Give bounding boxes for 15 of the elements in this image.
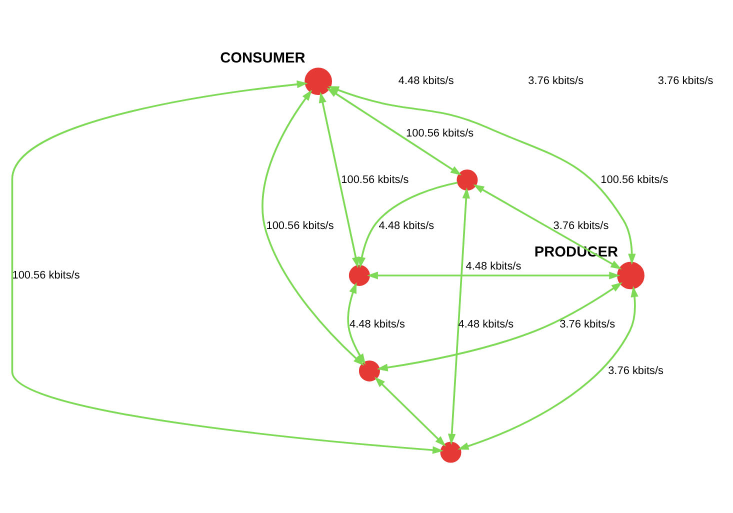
edge-label: 3.76 kbits/s bbox=[608, 364, 664, 376]
edge-label: 4.48 kbits/s bbox=[466, 260, 522, 272]
edge-label: 4.48 kbits/s bbox=[378, 219, 434, 232]
edge-label: 100.56 kbits/s bbox=[406, 127, 474, 140]
label: 3.76 kbits/s bbox=[528, 74, 584, 87]
edge-label: 100.56 kbits/s bbox=[600, 173, 668, 186]
edge-label: 100.56 kbits/s bbox=[12, 268, 80, 281]
label: 3.76 kbits/s bbox=[658, 74, 714, 87]
label: 4.48 kbits/s bbox=[398, 74, 454, 87]
edge-label: 3.76 kbits/s bbox=[553, 219, 609, 232]
edge-label: 4.48 kbits/s bbox=[350, 318, 405, 330]
edge-label: 3.76 kbits/s bbox=[560, 318, 616, 330]
edge-label: 100.56 kbits/s bbox=[266, 219, 334, 232]
edge-label: 100.56 kbits/s bbox=[341, 173, 409, 186]
node-label: CONSUMER bbox=[220, 50, 306, 66]
